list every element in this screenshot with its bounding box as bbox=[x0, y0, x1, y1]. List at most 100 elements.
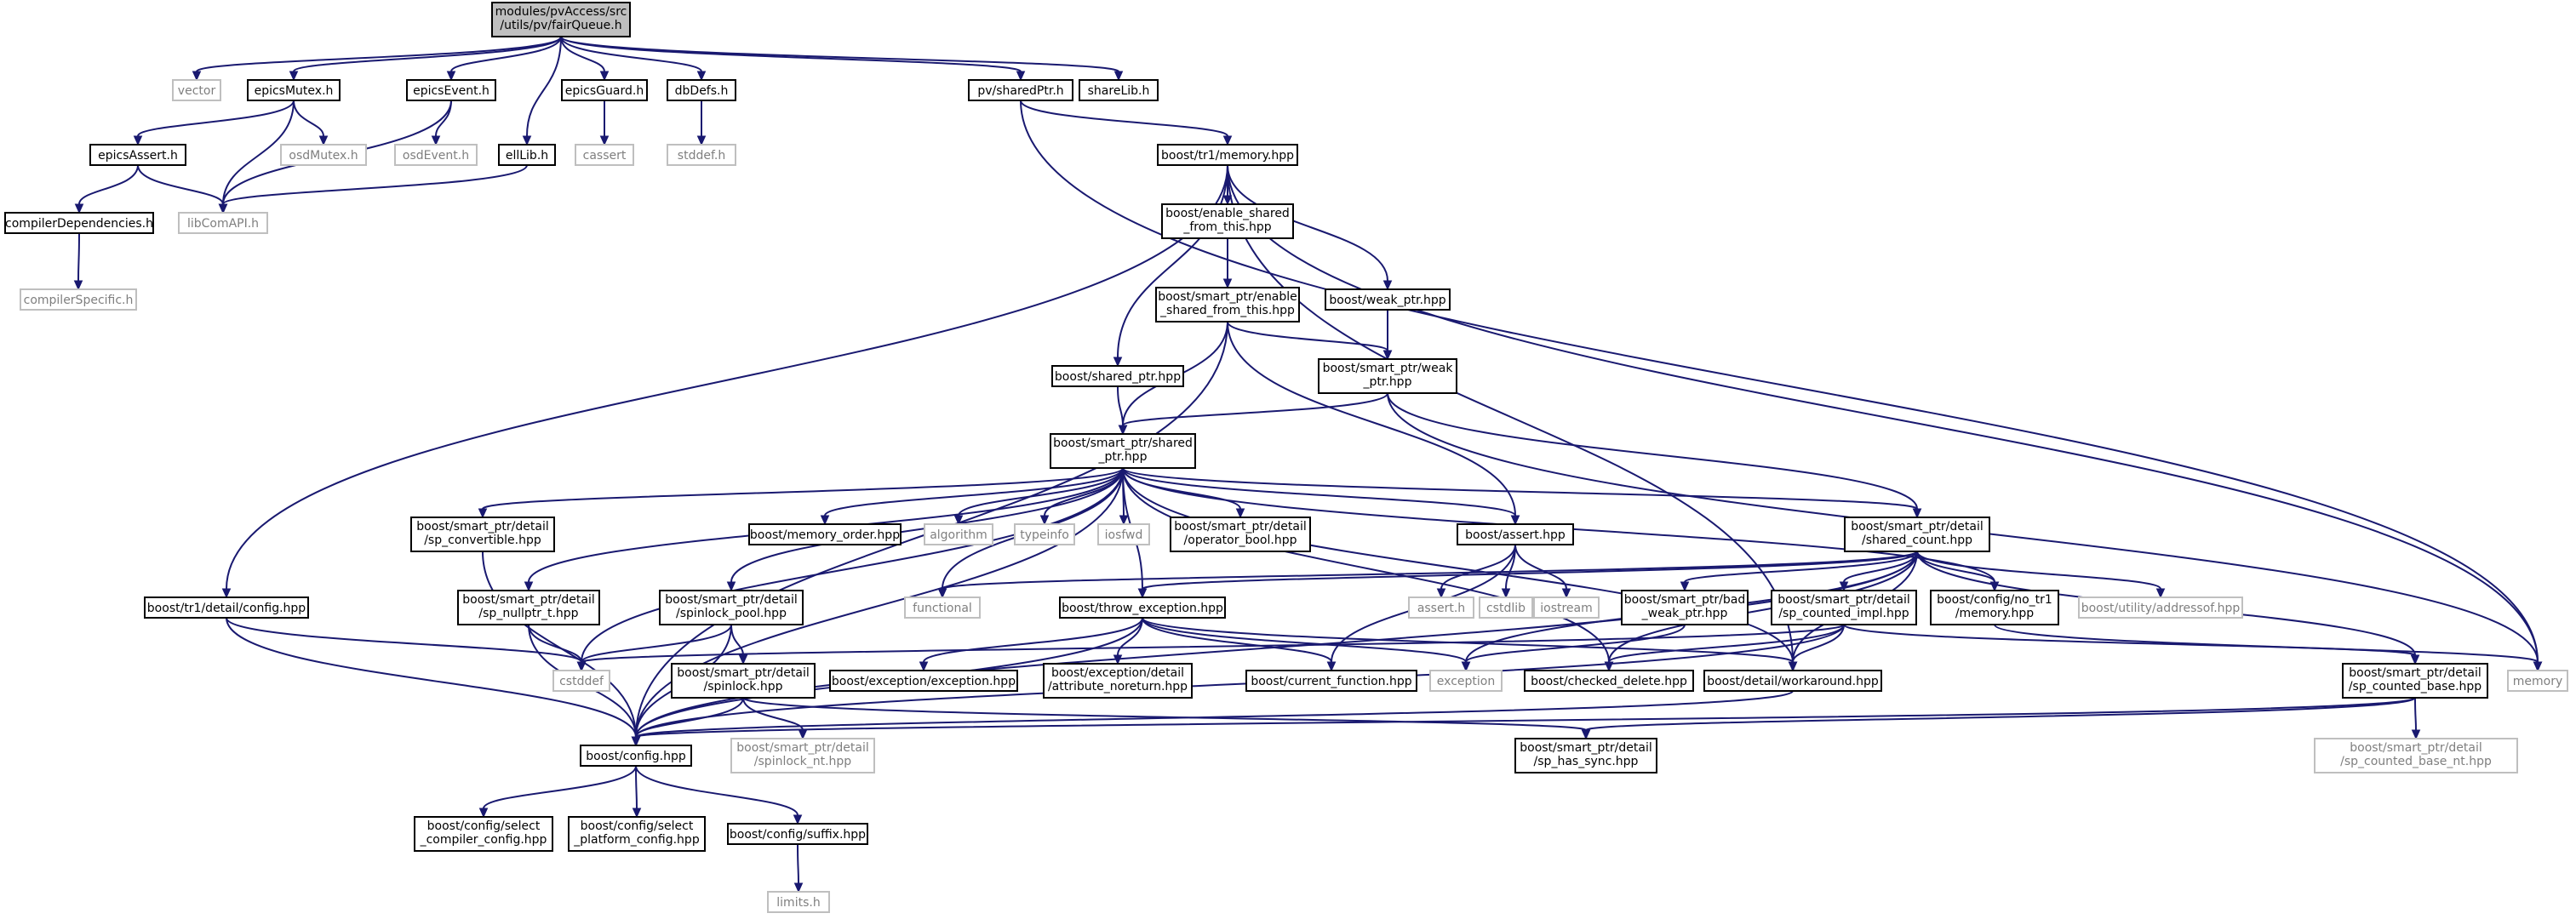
arrowhead bbox=[446, 71, 456, 82]
node-label: boost/smart_ptr/weak bbox=[1323, 362, 1454, 375]
edge-sp_shared_ptr-to-sp_convertible bbox=[478, 467, 1124, 519]
arrowhead bbox=[919, 661, 929, 672]
node-spinlock_nt[interactable]: boost/smart_ptr/detail/spinlock_nt.hpp bbox=[730, 738, 875, 773]
edge-no_tr1_memory-to-memory bbox=[1994, 624, 2543, 672]
node-memory[interactable]: memory bbox=[2507, 670, 2568, 692]
node-pvsharedptr[interactable]: pv/sharedPtr.h bbox=[968, 79, 1073, 101]
edge-boost_config-to-select_platform bbox=[632, 765, 642, 819]
node-sp_nullptr[interactable]: boost/smart_ptr/detail/sp_nullptr_t.hpp bbox=[457, 590, 600, 625]
edge-pvsharedptr-to-tr1memory bbox=[1020, 100, 1233, 146]
node-boost_config[interactable]: boost/config.hpp bbox=[580, 745, 692, 767]
node-suffix[interactable]: boost/config/suffix.hpp bbox=[727, 823, 868, 845]
node-label: limits.h bbox=[776, 896, 820, 910]
node-sp_counted_impl[interactable]: boost/smart_ptr/detail/sp_counted_impl.h… bbox=[1771, 590, 1917, 625]
node-cassert[interactable]: cassert bbox=[575, 144, 634, 166]
node-label: stddef.h bbox=[678, 149, 725, 163]
node-sp_convertible[interactable]: boost/smart_ptr/detail/sp_convertible.hp… bbox=[410, 517, 555, 552]
edge-shared_count-to-functional bbox=[937, 551, 1918, 599]
node-stddef_h[interactable]: stddef.h bbox=[667, 144, 736, 166]
node-memory_order[interactable]: boost/memory_order.hpp bbox=[748, 523, 902, 545]
node-weak_ptr[interactable]: boost/weak_ptr.hpp bbox=[1325, 288, 1451, 311]
node-label: boost/tr1/detail/config.hpp bbox=[147, 602, 306, 615]
node-typeinfo[interactable]: typeinfo bbox=[1014, 523, 1075, 545]
node-throw_exception[interactable]: boost/throw_exception.hpp bbox=[1059, 596, 1226, 619]
node-iostream[interactable]: iostream bbox=[1533, 596, 1600, 619]
node-label: boost/smart_ptr/detail bbox=[1851, 520, 1983, 534]
node-epicsevent[interactable]: epicsEvent.h bbox=[406, 79, 496, 101]
node-label: boost/detail/workaround.hpp bbox=[1707, 675, 1879, 688]
node-iosfwd[interactable]: iosfwd bbox=[1097, 523, 1150, 545]
node-spinlock_pool[interactable]: boost/smart_ptr/detail/spinlock_pool.hpp bbox=[659, 590, 804, 625]
node-label: modules/pvAccess/src bbox=[495, 5, 627, 19]
node-checked_delete[interactable]: boost/checked_delete.hpp bbox=[1524, 670, 1694, 692]
node-select_compiler[interactable]: boost/config/select_compiler_config.hpp bbox=[414, 816, 553, 852]
node-sp_counted_base[interactable]: boost/smart_ptr/detail/sp_counted_base.h… bbox=[2342, 663, 2488, 699]
node-workaround[interactable]: boost/detail/workaround.hpp bbox=[1703, 670, 1882, 692]
node-enable_shared[interactable]: boost/enable_shared_from_this.hpp bbox=[1161, 203, 1294, 239]
node-epicsassert[interactable]: epicsAssert.h bbox=[89, 144, 186, 166]
node-bad_weak_ptr[interactable]: boost/smart_ptr/bad_weak_ptr.hpp bbox=[1621, 590, 1749, 625]
arrowhead bbox=[431, 135, 441, 146]
node-compilerdeps[interactable]: compilerDependencies.h bbox=[4, 212, 154, 234]
edge-tr1memory-to-weak_ptr bbox=[1227, 164, 1393, 291]
node-compilerspecific[interactable]: compilerSpecific.h bbox=[20, 288, 137, 311]
node-dbdefs[interactable]: dbDefs.h bbox=[667, 79, 736, 101]
node-label: boost/utility/addressof.hpp bbox=[2081, 602, 2241, 615]
node-label: _weak_ptr.hpp bbox=[1641, 607, 1728, 620]
node-attribute_noreturn[interactable]: boost/exception/detail/attribute_noretur… bbox=[1043, 663, 1193, 699]
arrowhead bbox=[1113, 654, 1123, 665]
arrowhead bbox=[522, 135, 532, 146]
node-limits_h[interactable]: limits.h bbox=[767, 891, 830, 913]
arrowhead bbox=[599, 135, 610, 146]
edge-shared_count-to-bad_weak_ptr bbox=[1680, 551, 1918, 592]
node-label: boost/tr1/memory.hpp bbox=[1161, 149, 1294, 163]
node-cstddef[interactable]: cstddef bbox=[552, 670, 610, 692]
node-label: epicsAssert.h bbox=[98, 149, 178, 163]
node-functional[interactable]: functional bbox=[904, 596, 981, 619]
node-osdevent[interactable]: osdEvent.h bbox=[394, 144, 478, 166]
node-cstdlib[interactable]: cstdlib bbox=[1479, 596, 1533, 619]
edge-epicsevent-to-osdevent bbox=[431, 100, 452, 146]
node-libcomapi[interactable]: libComAPI.h bbox=[178, 212, 268, 234]
node-select_platform[interactable]: boost/config/select_platform_config.hpp bbox=[568, 816, 706, 852]
node-tr1memory[interactable]: boost/tr1/memory.hpp bbox=[1157, 144, 1298, 166]
node-no_tr1_memory[interactable]: boost/config/no_tr1/memory.hpp bbox=[1930, 590, 2059, 625]
node-operator_bool[interactable]: boost/smart_ptr/detail/operator_bool.hpp bbox=[1170, 517, 1311, 552]
edge-shared_count-to-addressof bbox=[1916, 551, 2166, 599]
node-vector[interactable]: vector bbox=[172, 79, 221, 101]
node-current_function[interactable]: boost/current_function.hpp bbox=[1245, 670, 1417, 692]
node-fairqueue[interactable]: modules/pvAccess/src/utils/pv/fairQueue.… bbox=[491, 2, 631, 37]
node-exception_hpp[interactable]: boost/exception/exception.hpp bbox=[829, 670, 1018, 692]
node-assert_hpp[interactable]: boost/assert.hpp bbox=[1457, 523, 1574, 545]
node-exception[interactable]: exception bbox=[1429, 670, 1503, 692]
edge-bad_weak_ptr-to-exception bbox=[1461, 624, 1686, 672]
arrowhead bbox=[1222, 195, 1233, 206]
node-shared_count[interactable]: boost/smart_ptr/detail/shared_count.hpp bbox=[1844, 517, 1990, 552]
node-sharelib[interactable]: shareLib.h bbox=[1079, 79, 1159, 101]
node-epicsguard[interactable]: epicsGuard.h bbox=[561, 79, 648, 101]
node-epicsmutex[interactable]: epicsMutex.h bbox=[247, 79, 341, 101]
node-shared_ptr_hpp[interactable]: boost/shared_ptr.hpp bbox=[1051, 365, 1184, 387]
node-sp_has_sync[interactable]: boost/smart_ptr/detail/sp_has_sync.hpp bbox=[1514, 738, 1657, 773]
node-sp_counted_base_nt[interactable]: boost/smart_ptr/detail/sp_counted_base_n… bbox=[2314, 738, 2518, 773]
node-label: dbDefs.h bbox=[675, 84, 729, 98]
node-osdmutex[interactable]: osdMutex.h bbox=[280, 144, 367, 166]
node-sp_weak_ptr[interactable]: boost/smart_ptr/weak_ptr.hpp bbox=[1318, 358, 1457, 394]
arrowhead bbox=[576, 661, 587, 672]
node-assert_h[interactable]: assert.h bbox=[1408, 596, 1474, 619]
node-sp_shared_ptr[interactable]: boost/smart_ptr/shared_ptr.hpp bbox=[1050, 433, 1196, 469]
node-label: memory bbox=[2513, 675, 2563, 688]
node-elllib[interactable]: ellLib.h bbox=[498, 144, 556, 166]
node-tr1_config[interactable]: boost/tr1/detail/config.hpp bbox=[144, 596, 309, 619]
node-label: boost/smart_ptr/bad bbox=[1624, 593, 1745, 607]
node-label: _platform_config.hpp bbox=[573, 833, 700, 847]
node-spinlock[interactable]: boost/smart_ptr/detail/spinlock.hpp bbox=[671, 663, 816, 699]
edge-fairqueue-to-pvsharedptr bbox=[560, 36, 1026, 82]
node-algorithm[interactable]: algorithm bbox=[924, 523, 993, 545]
arrowhead bbox=[1016, 71, 1026, 82]
node-sp_enable_shared[interactable]: boost/smart_ptr/enable_shared_from_this.… bbox=[1155, 287, 1300, 323]
arrowhead bbox=[218, 203, 228, 214]
edge-sp_counted_impl-to-cstddef bbox=[576, 624, 1845, 672]
node-addressof[interactable]: boost/utility/addressof.hpp bbox=[2078, 596, 2243, 619]
